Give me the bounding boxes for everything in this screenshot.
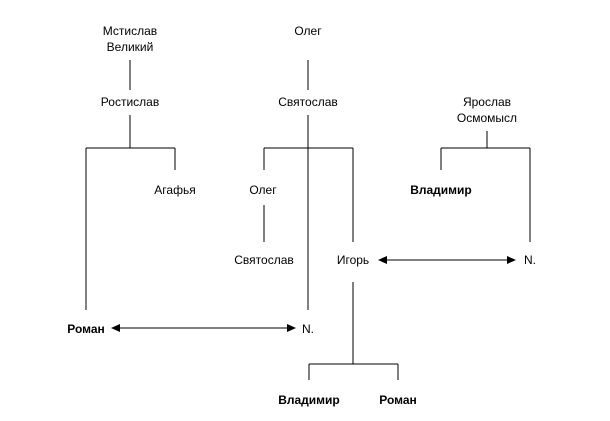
node-roman-bottom: Роман	[379, 393, 417, 407]
node-mstislav-line2: Великий	[107, 40, 154, 54]
node-n-mid: N.	[302, 322, 314, 336]
node-oleg-top: Олег	[294, 24, 322, 38]
node-svyatoslav-top: Святослав	[278, 95, 338, 109]
node-svyatoslav-mid: Святослав	[234, 253, 294, 267]
node-agafya: Агафья	[154, 183, 195, 197]
node-rostislav: Ростислав	[101, 95, 159, 109]
node-mstislav-line1: Мстислав	[103, 24, 157, 38]
node-vladimir-right: Владимир	[410, 183, 472, 197]
node-roman-left: Роман	[67, 322, 105, 336]
arrowhead-left-icon	[111, 324, 120, 332]
arrowhead-right-icon	[507, 256, 516, 264]
node-yaroslav-line2: Осмомысл	[457, 111, 517, 125]
arrowhead-left-icon	[378, 256, 387, 264]
node-vladimir-bottom: Владимир	[278, 393, 340, 407]
node-yaroslav-line1: Ярослав	[463, 95, 511, 109]
arrowhead-right-icon	[287, 324, 296, 332]
node-n-right: N.	[524, 253, 536, 267]
node-oleg-mid: Олег	[249, 183, 277, 197]
node-igor: Игорь	[337, 253, 369, 267]
